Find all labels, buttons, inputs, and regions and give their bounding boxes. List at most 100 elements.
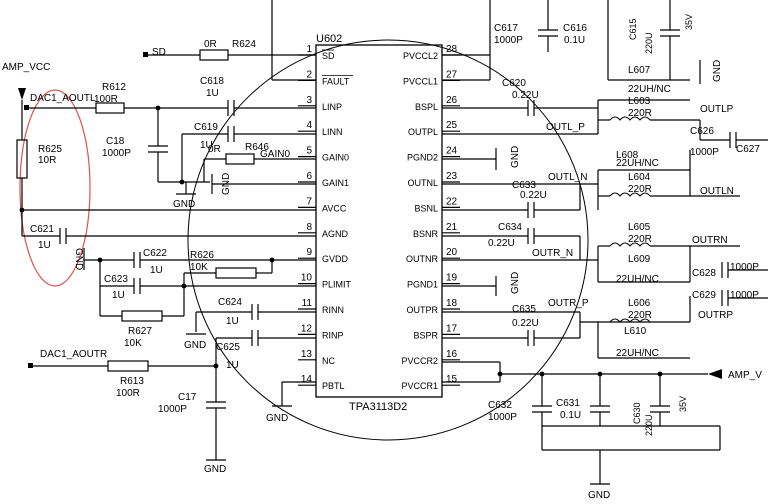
c632-ref: C632 <box>488 400 512 411</box>
gnd-label-7: GND <box>712 60 723 82</box>
ic-right-pin-name: PVCCL2 <box>403 51 438 61</box>
ic-left-pin-name: PBTL <box>322 381 345 391</box>
sd-terminal <box>143 52 148 57</box>
r646-ref: R646 <box>245 142 269 153</box>
ic-left-pin-number: 11 <box>302 298 313 309</box>
gnd-label-5: GND <box>204 464 226 475</box>
outl-n-label: OUTL_N <box>548 172 587 183</box>
c630-ref: C630 <box>632 402 642 424</box>
ic-right-pin-name: PGND1 <box>407 280 438 290</box>
r626-val: 10K <box>190 262 208 273</box>
l608-val: 22UH/NC <box>616 158 659 169</box>
ic-right-pin-name: PVCCR2 <box>401 356 438 366</box>
gnd-label-2: GND <box>221 173 232 195</box>
c617-val: 1000P <box>494 35 523 46</box>
ic-left-pin-number: 3 <box>306 95 312 106</box>
r624-val: 0R <box>204 39 217 50</box>
amp-vcc-right-label: AMP_V <box>728 370 762 381</box>
ic-ref: U602 <box>316 33 342 45</box>
ic-right-pin-name: PGND2 <box>407 153 438 163</box>
outr-p-label: OUTR_P <box>548 298 589 309</box>
gain0-label: GAIN0 <box>260 149 290 160</box>
amp-vcc-left-label: AMP_VCC <box>2 62 50 73</box>
c618-ref: C618 <box>200 76 224 87</box>
ic-pins: 1SD2FAULT3LINP4LINN5GAIN06GAIN17AVCC8AGN… <box>298 44 460 391</box>
gnd-label-1: GND <box>173 199 195 210</box>
r646-val: 0R <box>208 144 221 155</box>
c635-val: 0.22U <box>512 318 539 329</box>
c628-val: 1000P <box>730 262 759 273</box>
outrn-label: OUTRN <box>692 235 728 246</box>
c17-val: 1000P <box>158 404 187 415</box>
ic-left-pin-number: 13 <box>301 349 313 360</box>
ic-left-pin-number: 10 <box>301 273 313 284</box>
ic-right-pin-name: PVCCL1 <box>403 76 438 86</box>
r612-val: 100R <box>94 94 118 105</box>
gnd-label-8: GND <box>510 146 521 168</box>
ic-left-pin-name: RINN <box>322 305 344 315</box>
l603-ref: L603 <box>628 96 651 107</box>
c629-val: 1000P <box>730 290 759 301</box>
ic-right-pin-number: 22 <box>446 196 458 207</box>
c616-val: 0.1U <box>564 35 585 46</box>
l605-val: 220R <box>628 234 652 245</box>
l609-ref: L609 <box>628 254 651 265</box>
c627-ref: C627 <box>736 144 760 155</box>
ic-left-pin-name: FAULT <box>322 76 350 86</box>
ic-part: TPA3113D2 <box>349 401 407 413</box>
dac1-aoutr-terminal <box>28 363 33 368</box>
c620-ref: C620 <box>502 78 526 89</box>
c634-val: 0.22U <box>488 238 515 249</box>
ic-left-pin-number: 14 <box>301 374 313 385</box>
ic-right-pin-name: BSNL <box>414 203 438 213</box>
c623-val: 1U <box>112 290 125 301</box>
c615-val: 220U <box>644 32 654 54</box>
ic-right-pin-number: 25 <box>446 120 458 131</box>
ic-right-pin-name: OUTNL <box>407 178 438 188</box>
ic-right-pin-number: 24 <box>446 146 458 157</box>
c619-val: 1U <box>200 140 213 151</box>
c629-ref: C629 <box>692 290 716 301</box>
c632-val: 1000P <box>488 412 517 423</box>
amp-vcc-left-arrow <box>18 88 26 100</box>
l610-ref: L610 <box>624 326 647 337</box>
c18-ref: C18 <box>106 136 125 147</box>
r613-val: 100R <box>116 388 140 399</box>
r612-ref: R612 <box>102 82 126 93</box>
r624-ref: R624 <box>232 39 256 50</box>
c623-ref: C623 <box>104 274 128 285</box>
gnd-label-9: GND <box>510 272 521 294</box>
dac1-aoutr-label: DAC1_AOUTR <box>40 349 107 360</box>
ic-left-pin-name: RINP <box>322 330 344 340</box>
ic-left-pin-name: NC <box>322 356 335 366</box>
outln-label: OUTLN <box>700 186 734 197</box>
l607-val: 22UH/NC <box>628 84 671 95</box>
c626-val: 1000P <box>690 147 719 158</box>
ic-right-pin-name: BSPR <box>413 330 438 340</box>
r627-body <box>121 310 163 322</box>
l604-val: 220R <box>628 184 652 195</box>
ic-left-pin-number: 7 <box>306 196 312 207</box>
l606-ref: L606 <box>628 298 651 309</box>
c621-ref: C621 <box>30 224 54 235</box>
ic-right-pin-name: OUTNR <box>406 254 438 264</box>
c615-volt: 35V <box>684 14 694 30</box>
r625-val: 10R <box>38 155 56 166</box>
dac1-aoutl-terminal <box>24 105 29 110</box>
ic-right-pin-number: 20 <box>446 247 458 258</box>
ic-left-pin-number: 4 <box>306 120 312 131</box>
outl-p-label: OUTL_P <box>546 122 585 133</box>
c631-val: 0.1U <box>560 410 581 421</box>
ic-left-pin-name: GVDD <box>322 254 349 264</box>
l610-val: 22UH/NC <box>616 348 659 359</box>
r627-val: 10K <box>124 338 142 349</box>
c631-ref: C631 <box>556 398 580 409</box>
magnifier-circle <box>187 39 589 441</box>
ic-right-pin-number: 21 <box>446 222 458 233</box>
outrp-label: OUTRP <box>698 310 733 321</box>
c617-ref: C617 <box>494 23 518 34</box>
r624-body <box>199 49 229 61</box>
r627-ref: R627 <box>128 326 152 337</box>
c624-val: 1U <box>226 316 239 327</box>
ic-left-pin-name: LINP <box>322 102 342 112</box>
